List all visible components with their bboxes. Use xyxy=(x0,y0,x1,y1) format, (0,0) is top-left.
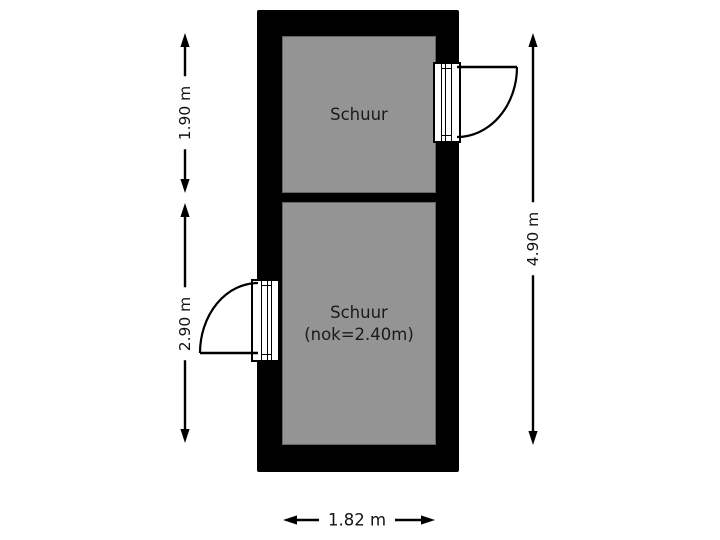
room-schuur-top: Schuur xyxy=(282,36,436,193)
door-frame-line xyxy=(267,281,269,360)
door-frame-left xyxy=(251,279,280,362)
door-swing-arc-left xyxy=(198,281,259,354)
room-label-bottom-line1: Schuur xyxy=(330,302,388,322)
door-frame-line xyxy=(261,281,263,360)
door-jamb-bottom xyxy=(441,134,453,136)
room-label-bottom-line2: (nok=2.40m) xyxy=(304,324,414,344)
door-swing-arc-right xyxy=(456,66,519,139)
room-label-bottom: Schuur (nok=2.40m) xyxy=(304,302,414,346)
room-schuur-bottom: Schuur (nok=2.40m) xyxy=(282,202,436,445)
room-label-top: Schuur xyxy=(330,104,388,124)
door-frame-line xyxy=(441,64,443,141)
dimension-label-total-height: 4.90 m xyxy=(520,202,546,276)
door-jamb-top xyxy=(261,285,273,287)
door-jamb-top xyxy=(441,68,453,70)
dimension-label-top-room-height: 1.90 m xyxy=(172,76,198,150)
door-frame-line xyxy=(451,64,453,141)
dimension-label-width: 1.82 m xyxy=(318,506,396,534)
door-frame-right xyxy=(433,62,461,143)
door-jamb-bottom xyxy=(261,353,273,355)
door-frame-line xyxy=(271,281,273,360)
dimension-label-bottom-room-height: 2.90 m xyxy=(172,287,198,361)
door-frame-line xyxy=(445,64,447,141)
